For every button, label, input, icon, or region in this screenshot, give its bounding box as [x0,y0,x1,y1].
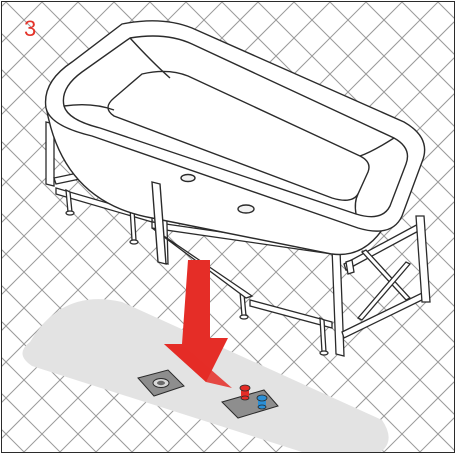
grid-line [311,309,454,452]
cold-water-connection-icon [256,394,268,410]
grid-line [2,2,43,43]
bathtub [44,20,426,265]
grid-line [2,321,133,452]
grid-line [454,2,455,453]
grid-line [239,237,454,452]
grid-line [293,2,454,163]
grid-line [2,429,25,452]
hot-water-connection-icon [239,384,251,401]
step-number: 3 [24,16,37,41]
grid-line [275,273,454,452]
grid-line [2,2,7,7]
grid-line [437,2,454,19]
grid-line [347,345,454,452]
grid-line [2,2,79,79]
grid-line [365,2,454,91]
bathtub-installation-illustration [2,2,455,453]
grid-line [2,2,115,115]
grid-line [329,2,454,127]
arrow-down-icon [164,260,232,388]
floor-drain-icon [137,369,185,397]
grid-line [257,2,454,199]
grid-line [2,357,97,452]
